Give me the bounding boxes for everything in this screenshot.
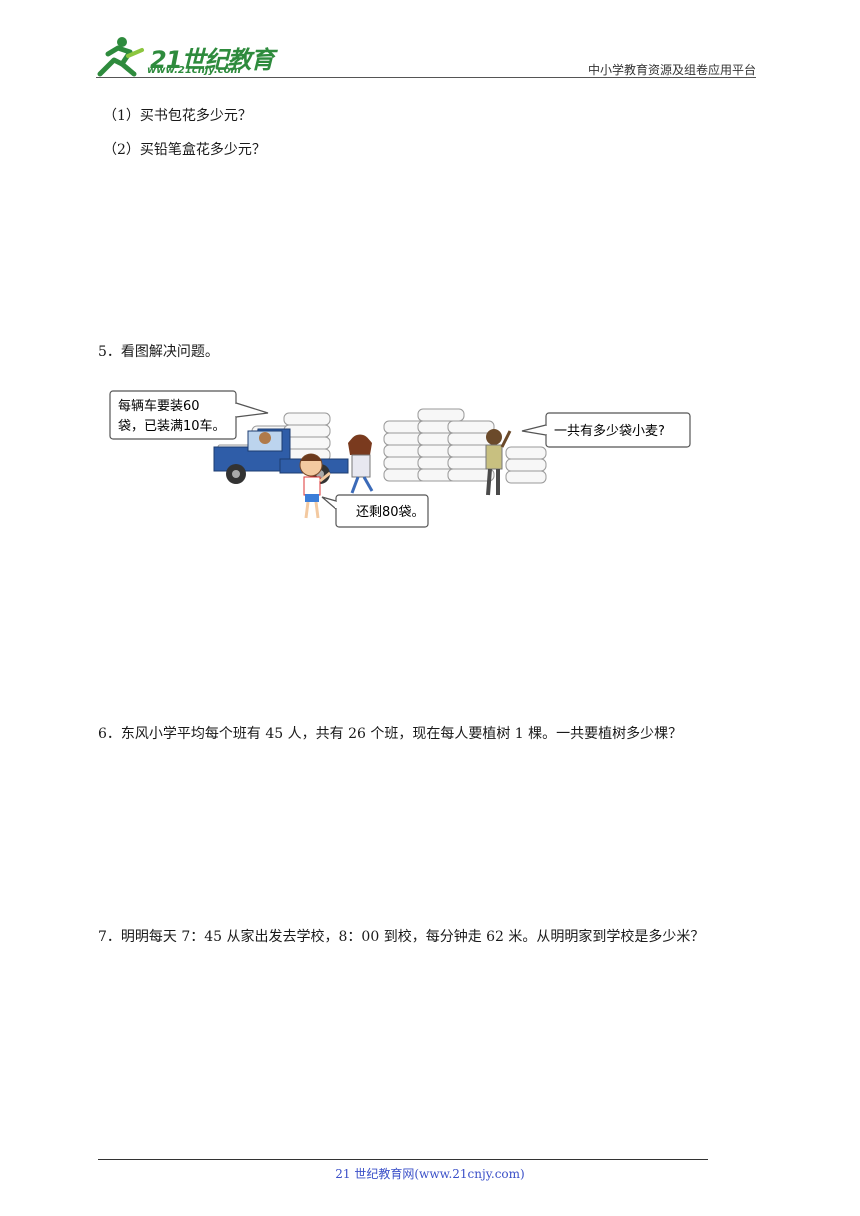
- bubble-remaining: 还剩80袋。: [356, 505, 425, 520]
- bubble-truck-line-2: 袋，已装满10车。: [118, 418, 226, 434]
- bubble-question: 一共有多少袋小麦?: [554, 423, 665, 439]
- bubble-truck-line-1: 每辆车要装60: [118, 398, 200, 414]
- truck-speech-bubble: 每辆车要装60 袋，已装满10车。: [109, 390, 269, 440]
- question-7: 7．明明每天 7：45 从家出发去学校，8：00 到校，每分钟走 62 米。从明…: [98, 929, 705, 945]
- question-speech-bubble: 一共有多少袋小麦?: [521, 412, 691, 448]
- header-tagline: 中小学教育资源及组卷应用平台: [587, 63, 756, 77]
- boy-character-icon: [299, 453, 331, 519]
- question-5-illustration: 每辆车要装60 袋，已装满10车。 还剩80袋。: [109, 390, 691, 528]
- logo-url-text: www.21cnjy.com: [147, 65, 241, 76]
- question-4-part-1: （1）买书包花多少元？: [103, 108, 252, 124]
- girl-character-icon: [348, 434, 374, 494]
- question-5: 5．看图解决问题。: [98, 344, 219, 360]
- footer-divider: [98, 1159, 708, 1160]
- man-character-icon: [485, 429, 512, 496]
- wheat-sack-pile-icon: [383, 408, 547, 484]
- header-divider: [96, 77, 756, 78]
- remaining-speech-bubble: 还剩80袋。: [321, 494, 429, 528]
- truck-icon: [213, 412, 349, 484]
- logo-runner-icon: [97, 37, 144, 77]
- footer-link[interactable]: 21 世纪教育网(www.21cnjy.com): [335, 1167, 525, 1181]
- question-6: 6．东风小学平均每个班有 45 人，共有 26 个班，现在每人要植树 1 棵。一…: [98, 726, 683, 742]
- logo-brand-text: 21世纪教育: [150, 46, 274, 74]
- question-4-part-2: （2）买铅笔盒花多少元？: [103, 142, 266, 158]
